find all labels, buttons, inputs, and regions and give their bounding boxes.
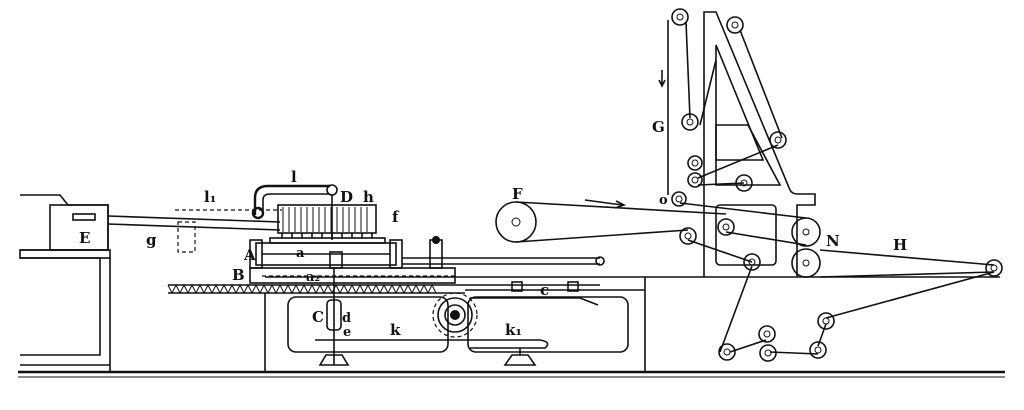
pulley [671, 8, 689, 26]
label-k1: k₁ [505, 321, 522, 339]
label-k: k [390, 321, 401, 339]
pulley [726, 16, 744, 34]
pulley [743, 253, 761, 271]
column-C [315, 268, 549, 366]
pulley [687, 172, 703, 188]
floor [18, 370, 1005, 378]
label-l1: l₁ [204, 188, 216, 206]
feed-box-E [19, 194, 111, 372]
label-C: C [312, 308, 324, 326]
rod-g [107, 209, 282, 253]
pulley [681, 113, 699, 131]
drum-F [495, 199, 727, 243]
pulley [687, 155, 703, 171]
pulley-o [671, 191, 687, 207]
pulley [679, 227, 697, 245]
label-d: d [342, 311, 351, 326]
pulley [809, 341, 827, 359]
label-f: f [392, 208, 400, 226]
pulleys [671, 8, 1003, 362]
pulley [817, 312, 835, 330]
pulley [735, 174, 753, 192]
label-D: D [340, 188, 353, 206]
pulley [759, 344, 777, 362]
label-F: F [512, 185, 523, 203]
label-o: o [659, 193, 668, 208]
drive-gear [432, 292, 478, 338]
label-a: a [296, 246, 305, 261]
pulley [769, 131, 787, 149]
label-H: H [893, 236, 907, 254]
roller-N-upper [791, 217, 821, 247]
label-c: c [540, 281, 549, 299]
label-a2: a₂ [306, 270, 320, 285]
lower-frame [264, 276, 1000, 372]
label-E: E [79, 229, 90, 247]
label-l: l [291, 168, 297, 186]
label-g: g [146, 231, 157, 249]
pulley [717, 218, 735, 236]
pulley [758, 325, 776, 343]
type-block-D [269, 204, 386, 244]
labels: E g l₁ l D h f A a B a₂ C d e k k₁ c F G… [79, 118, 907, 340]
label-N: N [826, 232, 840, 250]
carriage-A [249, 236, 605, 269]
label-h: h [363, 188, 374, 206]
pulley [718, 343, 736, 361]
arm-l [251, 184, 338, 240]
label-G: G [652, 118, 665, 136]
table-B [167, 267, 645, 306]
label-e: e [343, 325, 351, 340]
label-A: A [243, 246, 256, 264]
upper-frame [658, 11, 995, 355]
pulley [985, 259, 1003, 277]
roller-N-lower [791, 248, 821, 278]
label-B: B [232, 266, 245, 284]
